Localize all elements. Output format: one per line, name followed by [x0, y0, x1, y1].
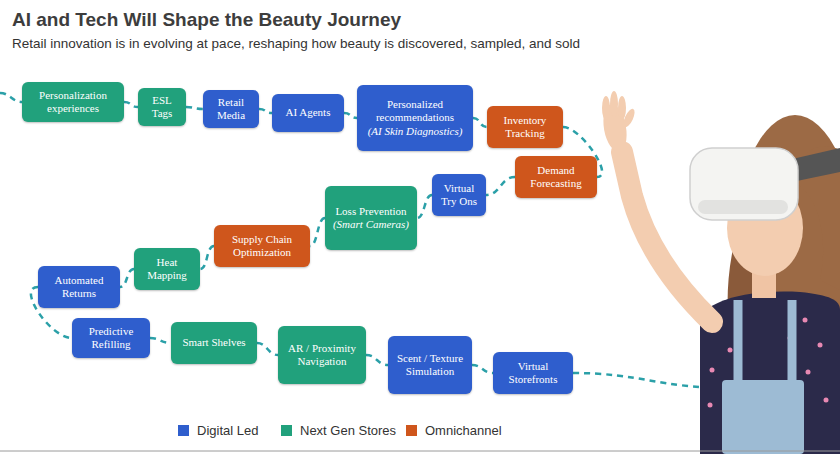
process-box: Virtual Storefronts [493, 352, 573, 394]
box-label: Virtual Storefronts [498, 360, 568, 386]
legend-swatch [406, 425, 417, 436]
process-box: Virtual Try Ons [432, 174, 486, 216]
dashed-connector [124, 102, 138, 107]
box-label: Heat Mapping [139, 256, 195, 282]
box-sublabel: (AI Skin Diagnostics) [368, 125, 463, 138]
box-label: AR / Proximity Navigation [283, 342, 361, 368]
legend-swatch [178, 425, 189, 436]
process-box: Smart Shelves [171, 322, 257, 364]
process-box: AR / Proximity Navigation [278, 326, 366, 384]
box-sublabel: (Smart Cameras) [333, 218, 409, 231]
box-label: Scent / Texture Simulation [393, 352, 467, 378]
process-box: Personalized recommendations(AI Skin Dia… [357, 85, 473, 151]
dashed-connector [120, 269, 134, 287]
legend-item: Omnichannel [406, 423, 502, 438]
process-box: Supply Chain Optimization [214, 225, 310, 267]
box-label: Supply Chain Optimization [219, 233, 305, 259]
dashed-connector [200, 246, 214, 269]
process-box: Scent / Texture Simulation [388, 336, 472, 394]
process-box: Automated Returns [38, 266, 120, 308]
legend-label: Digital Led [197, 423, 258, 438]
legend-item: Digital Led [178, 423, 258, 438]
box-label: Loss Prevention [335, 205, 406, 218]
process-box: Demand Forecasting [515, 156, 597, 198]
dashed-connector [150, 338, 171, 343]
process-box: AI Agents [272, 94, 344, 132]
diagram-title: AI and Tech Will Shape the Beauty Journe… [12, 9, 401, 31]
path-start-line [0, 93, 22, 102]
legend-swatch [281, 425, 292, 436]
diagram-subtitle: Retail innovation is in evolving at pace… [12, 36, 580, 51]
dashed-connector [259, 109, 272, 113]
dashed-connector [257, 343, 278, 355]
process-box: Loss Prevention(Smart Cameras) [325, 186, 417, 250]
dashed-connector [473, 118, 487, 127]
box-label: Personalized recommendations [362, 98, 468, 124]
dashed-connector [344, 113, 357, 118]
bottom-rule [0, 451, 840, 452]
box-label: ESL Tags [143, 94, 181, 120]
box-label: Automated Returns [43, 274, 115, 300]
legend-item: Next Gen Stores [281, 423, 396, 438]
process-box: Inventory Tracking [487, 106, 563, 148]
legend-label: Next Gen Stores [300, 423, 396, 438]
process-box: Heat Mapping [134, 248, 200, 290]
dashed-connector [186, 107, 203, 109]
process-box: Predictive Refilling [72, 318, 150, 358]
box-label: Predictive Refilling [77, 325, 145, 351]
dashed-connector [366, 355, 388, 365]
girl-with-vr-headset [600, 91, 840, 454]
dashed-connector [472, 365, 493, 373]
dashed-connector [486, 177, 515, 195]
process-box: Personalization experiences [22, 82, 124, 122]
legend-label: Omnichannel [425, 423, 502, 438]
process-box: ESL Tags [138, 88, 186, 126]
box-label: Smart Shelves [182, 336, 245, 349]
process-box: Retail Media [203, 90, 259, 128]
box-label: Demand Forecasting [520, 164, 592, 190]
dashed-connector [417, 195, 432, 218]
dashed-connector [310, 218, 325, 246]
box-label: AI Agents [286, 106, 331, 119]
box-label: Virtual Try Ons [437, 182, 481, 208]
box-label: Inventory Tracking [492, 114, 558, 140]
box-label: Retail Media [208, 96, 254, 122]
box-label: Personalization experiences [27, 89, 119, 115]
